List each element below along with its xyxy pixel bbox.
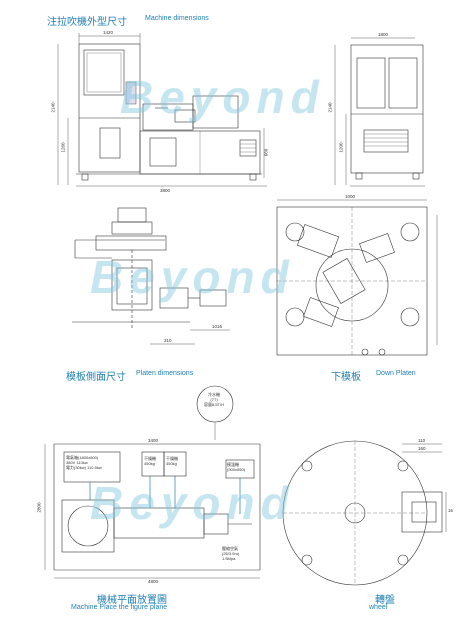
dim-1000: 1000: [345, 194, 356, 199]
dim-wheel-3: 16: [448, 508, 454, 513]
label-elec-box: 電氣箱(1800x800) 380V 110kw 電力(30kw) 110.5k…: [66, 455, 102, 470]
watermark-top: Beyond: [120, 71, 325, 123]
dim-2140: 2140: [50, 102, 56, 113]
dim-3800: 3800: [160, 188, 171, 193]
dim-1016: 1016: [212, 324, 223, 329]
plane-layout-drawing: [44, 385, 261, 579]
label-dryer-b: 干燥機 450kg: [166, 456, 178, 466]
label-dryer-a: 干燥機 450kg: [144, 456, 156, 466]
machine-side-view: [334, 37, 425, 187]
title-down-en: Down Platen: [376, 370, 416, 377]
dim-1420: 1420: [103, 30, 114, 35]
down-platen-drawing: [276, 199, 438, 356]
label-cooling: 冷水機 (7T) 容量8.5T/H: [204, 392, 225, 407]
dim-310: 310: [164, 338, 172, 343]
title-wheel-zh: 轉盤: [375, 595, 395, 606]
dim-plane-top: 3400: [148, 438, 159, 443]
dim-1200: 1200: [338, 142, 344, 153]
title-plane-zh: 機械平面放置圖: [97, 595, 167, 606]
watermark-bottom: Beyond: [90, 477, 295, 529]
label-mold-temp: 模溫機 (900x550): [227, 462, 246, 472]
dim-wheel-1: 110: [418, 438, 426, 443]
title-wheel-en: wheel: [369, 604, 388, 611]
platen-side-drawing: [72, 207, 230, 345]
dim-plane-width: 4800: [148, 579, 159, 584]
dim-660: 660: [263, 148, 269, 157]
title-down-zh: 下模板: [331, 372, 361, 383]
dim-1800: 1800: [378, 32, 389, 37]
title-platen-zh: 模板側面尺寸: [66, 372, 126, 383]
dim-1260: 1260: [60, 142, 66, 153]
title-main-zh: 注拉吹機外型尺寸: [47, 17, 127, 28]
wheel-drawing: [282, 440, 447, 586]
dim-side: 2140: [327, 102, 333, 113]
machine-front-view: [57, 33, 267, 187]
title-plane-en: Machine Place the figure plane: [71, 604, 168, 611]
dim-wheel-2: 160: [418, 446, 426, 451]
watermark-middle: Beyond: [90, 251, 295, 303]
title-main-en: Machine dimensions: [145, 15, 209, 22]
label-air: 壓縮空氣 (25/3.5m) 1.5Mpa: [222, 546, 240, 561]
dim-plane-height: 2800: [36, 502, 42, 513]
title-platen-en: Platen dimensions: [136, 370, 194, 377]
